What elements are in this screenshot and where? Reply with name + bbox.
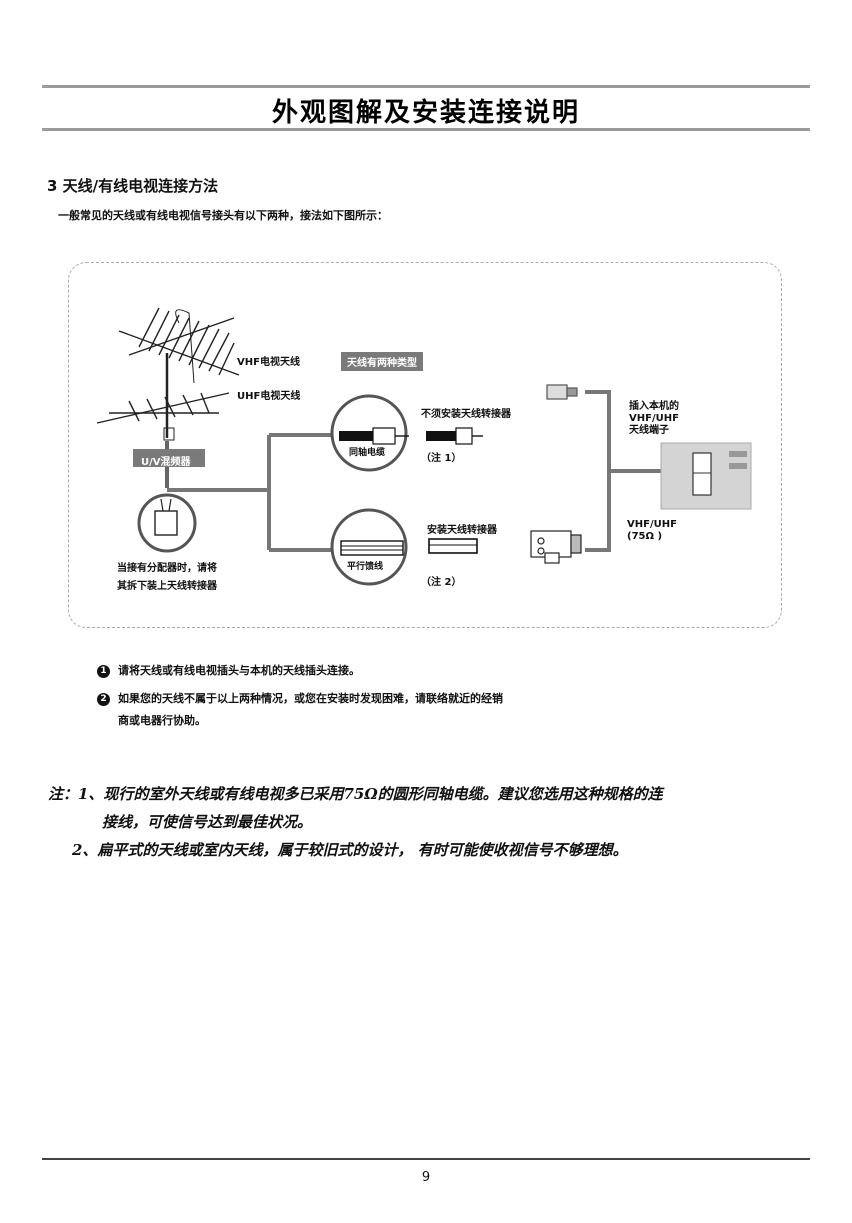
terminal-line1: VHF/UHF [627, 519, 677, 530]
intro-text: 一般常见的天线或有线电视信号接头有以下两种，接法如下图所示： [58, 209, 388, 222]
antenna-types-label: 天线有两种类型 [341, 352, 423, 371]
instruction-number-2: 2 [97, 692, 110, 706]
balun-adapter-icon [530, 530, 582, 564]
page-title: 外观图解及安装连接说明 [271, 98, 580, 128]
note-line-3: 2、扁平式的天线或室内天线，属于较旧式的设计， 有时可能使收视信号不够理想。 [72, 841, 628, 859]
coax-cable-label: 同轴电缆 [349, 448, 386, 458]
terminal-line2: (75Ω ) [627, 531, 663, 542]
flat-feeder-label: 平行馈线 [347, 562, 384, 572]
note-line-1: 注：1、现行的室外天线或有线电视多已采用75Ω的圆形同轴电缆。建议您选用这种规格… [48, 785, 663, 803]
splitter-note-line2: 其拆下装上天线转接器 [117, 581, 217, 592]
note1-ref-label: （注 1） [421, 453, 462, 464]
install-adapter-label: 安装天线转接器 [427, 525, 497, 536]
page-number: 9 [421, 1170, 431, 1185]
f-type-adapter-icon [546, 384, 578, 400]
plug-in-line1: 插入本机的 [629, 401, 679, 412]
splitter-note-line1: 当接有分配器时，请将 [117, 563, 217, 574]
title-underline-rule [42, 128, 810, 131]
uhf-antenna-label: UHF电视天线 [237, 391, 301, 402]
flat-feeder-icon [340, 540, 404, 556]
instruction-text-2: 如果您的天线不属于以上两种情况，或您在安装时发现困难，请联络就近的经销 [118, 692, 503, 705]
note2-ref-label: （注 2） [421, 577, 462, 588]
antenna-connection-diagram: VHF电视天线 UHF电视天线 U/V混频器 天线有两种类型 不须安装天线转接器… [68, 262, 782, 628]
antenna-icon [96, 307, 240, 441]
instruction-text-1: 请将天线或有线电视插头与本机的天线插头连接。 [118, 664, 360, 677]
instruction-2: 2 如果您的天线不属于以上两种情况，或您在安装时发现困难，请联络就近的经销 [97, 690, 503, 706]
vhf-antenna-label: VHF电视天线 [237, 357, 300, 368]
instruction-2-continuation: 商或电器行协助。 [118, 714, 206, 727]
flat-feeder-plug-icon [428, 538, 478, 554]
note-line-2: 接线，可使信号达到最佳状况。 [102, 813, 313, 831]
coax-plug-icon [426, 431, 456, 441]
section-heading: 3 天线/有线电视连接方法 [47, 177, 219, 195]
terminal-bracket [585, 390, 611, 552]
uv-mixer-label: U/V混频器 [141, 457, 191, 468]
footer-rule [42, 1158, 810, 1160]
plug-in-note: 插入本机的 VHF/UHF 天线端子 [629, 401, 679, 437]
plug-in-line2: VHF/UHF [629, 413, 679, 424]
splitter-icon [154, 510, 178, 536]
mixer-box [133, 449, 205, 467]
terminal-spec-note: VHF/UHF (75Ω ) [627, 519, 677, 543]
no-adapter-label: 不须安装天线转接器 [421, 409, 511, 420]
instruction-number-1: 1 [97, 664, 110, 678]
instruction-1: 1 请将天线或有线电视插头与本机的天线插头连接。 [97, 662, 360, 678]
plug-in-line3: 天线端子 [629, 425, 669, 436]
top-rule [42, 85, 810, 88]
coax-cable-icon [339, 431, 379, 441]
diagram-artwork [96, 307, 752, 586]
